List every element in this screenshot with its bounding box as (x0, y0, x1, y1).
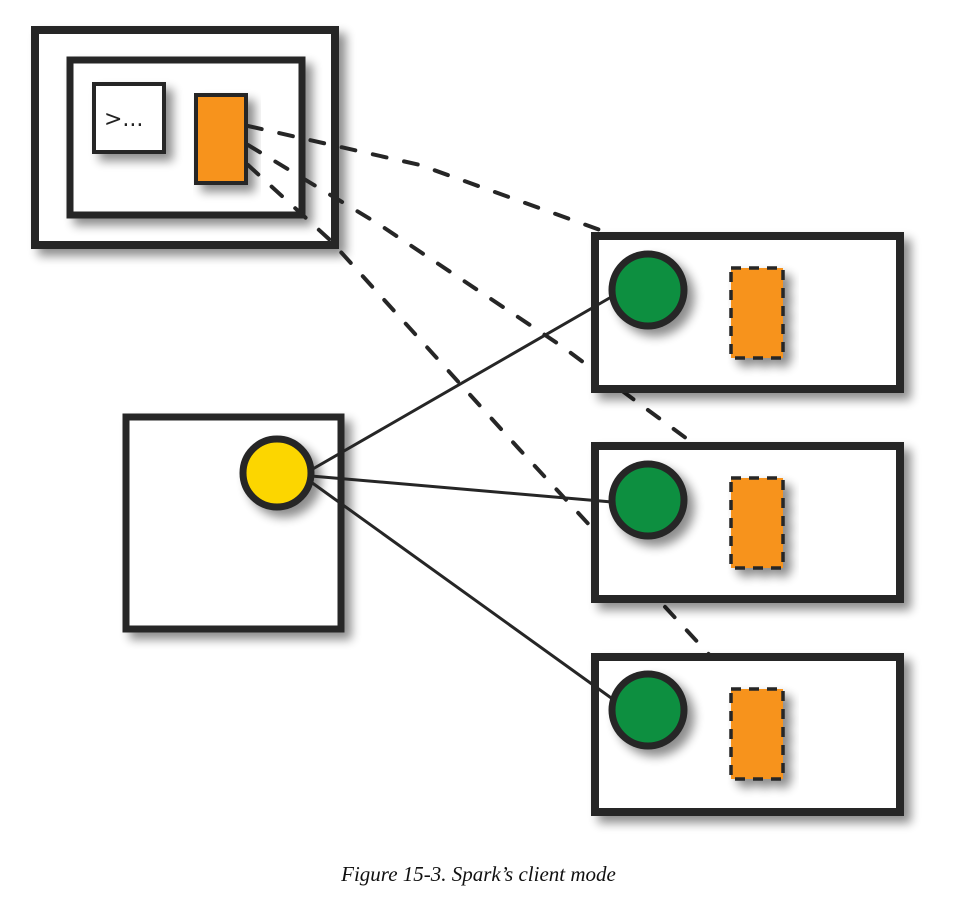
driver-to-executor-1 (309, 294, 615, 472)
driver-node (122, 413, 345, 633)
driver-to-executor-3 (309, 480, 616, 702)
figure-caption: Figure 15-3. Spark’s client mode (341, 862, 616, 886)
executor-process (608, 460, 688, 540)
worker-node-2 (591, 442, 904, 603)
driver-node-box (122, 413, 345, 633)
spark-application-box (194, 93, 248, 185)
driver-to-executor-2 (309, 474, 614, 504)
executor-process (608, 250, 688, 330)
client-machine: >... (31, 26, 339, 249)
task-slot (729, 687, 785, 781)
worker-node-1 (591, 232, 904, 393)
worker-node-3 (591, 653, 904, 816)
solid-connections (309, 294, 616, 702)
task-slot (729, 476, 785, 570)
driver-process (239, 435, 315, 511)
terminal-box (92, 82, 166, 154)
task-slot (729, 266, 785, 360)
dashed-line-to-worker-2 (246, 143, 742, 480)
terminal-prompt: >... (104, 107, 143, 132)
executor-process (608, 670, 688, 750)
